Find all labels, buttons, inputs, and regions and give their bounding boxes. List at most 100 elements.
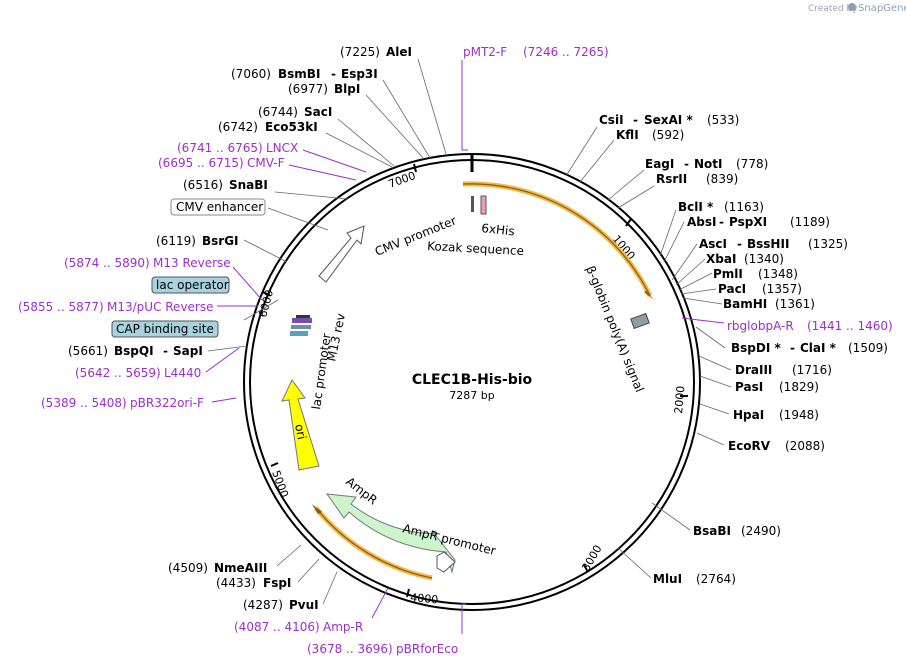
- nmeaiii-pos[interactable]: (4509): [168, 561, 208, 575]
- nmeaiii-label[interactable]: NmeAIII: [214, 561, 267, 575]
- alei-label[interactable]: AleI: [386, 45, 412, 59]
- pmt2f-label[interactable]: pMT2-F: [463, 45, 507, 59]
- pasi-pos[interactable]: (1829): [779, 380, 819, 394]
- eco53ki-label[interactable]: Eco53kI: [265, 120, 318, 134]
- kfli-pos[interactable]: (592): [652, 128, 684, 142]
- snapgene-logo-icon: [848, 3, 856, 11]
- pasi-label[interactable]: PasI: [735, 380, 763, 394]
- ampr-primer-label[interactable]: Amp-R: [323, 620, 363, 634]
- fspi-pos[interactable]: (4433): [216, 576, 256, 590]
- pbr322-range[interactable]: (5389 .. 5408): [41, 396, 127, 410]
- fspi-label[interactable]: FspI: [263, 576, 291, 590]
- pvui-label[interactable]: PvuI: [289, 598, 319, 612]
- csii-separator: -: [633, 113, 638, 127]
- l4440-range[interactable]: (5642 .. 5659): [75, 366, 161, 380]
- absi-pos[interactable]: (1189): [790, 215, 830, 229]
- pmli-label[interactable]: PmlI: [713, 267, 743, 281]
- ecorv-label[interactable]: EcoRV: [728, 439, 771, 453]
- cmvf-range[interactable]: (6695 .. 6715): [158, 156, 244, 170]
- snabi-label[interactable]: SnaBI: [229, 178, 268, 192]
- tick-label-4000: 4000: [410, 591, 439, 606]
- l4440-label[interactable]: L4440: [164, 366, 201, 380]
- ecorv-pos[interactable]: (2088): [785, 439, 825, 453]
- alei-pos[interactable]: (7225): [340, 45, 380, 59]
- pbr322-label[interactable]: pBR322ori-F: [130, 396, 204, 410]
- blpi-pos[interactable]: (6977): [288, 82, 328, 96]
- lac-feature-cluster: [290, 315, 312, 336]
- mlui-label[interactable]: MluI: [653, 572, 682, 586]
- draiii-pos[interactable]: (1716): [792, 363, 832, 377]
- noti-label[interactable]: NotI: [694, 157, 723, 171]
- ampr-primer-range[interactable]: (4087 .. 4106): [234, 620, 320, 634]
- saci-pos[interactable]: (6744): [258, 105, 298, 119]
- rsrii-pos[interactable]: (839): [706, 172, 738, 186]
- bspqi-label[interactable]: BspQI: [114, 344, 154, 358]
- plasmid-name: CLEC1B-His-bio: [412, 372, 533, 388]
- bsabi-label[interactable]: BsaBI: [693, 524, 731, 538]
- leader-lines: [207, 58, 732, 605]
- esp3i-label[interactable]: Esp3I: [341, 67, 378, 81]
- bspdi-pos[interactable]: (1509): [848, 341, 888, 355]
- hpai-label[interactable]: HpaI: [733, 408, 764, 422]
- pmt2f-range[interactable]: (7246 .. 7265): [523, 45, 609, 59]
- bamhi-pos[interactable]: (1361): [775, 297, 815, 311]
- hpai-pos[interactable]: (1948): [779, 408, 819, 422]
- m13puc-label[interactable]: M13/pUC Reverse: [107, 300, 214, 314]
- created-by-text: Created by: [808, 4, 858, 14]
- lncx-label[interactable]: LNCX: [266, 141, 298, 155]
- cmv-enhancer-box: [170, 198, 266, 216]
- lncx-range[interactable]: (6741 .. 6765): [177, 141, 263, 155]
- paci-label[interactable]: PacI: [718, 282, 746, 296]
- plasmid-length: 7287 bp: [449, 389, 494, 402]
- bspqi-pos[interactable]: (5661): [68, 344, 108, 358]
- blpi-label[interactable]: BlpI: [334, 82, 360, 96]
- m13rev-range[interactable]: (5874 .. 5890): [64, 256, 150, 270]
- eagi-label[interactable]: EagI: [645, 157, 674, 171]
- draiii-label[interactable]: DraIII: [735, 363, 772, 377]
- cmvf-label[interactable]: CMV-F: [247, 156, 285, 170]
- bamhi-label[interactable]: BamHI: [723, 297, 767, 311]
- orf-line-upper: [462, 183, 651, 297]
- m13rev-label[interactable]: M13 Reverse: [153, 256, 231, 270]
- eagi-separator: -: [684, 157, 689, 171]
- sapi-label[interactable]: SapI: [173, 344, 203, 358]
- bsrgi-pos[interactable]: (6119): [156, 234, 196, 248]
- bcli-label[interactable]: BclI *: [678, 200, 714, 214]
- pbrforeco-range[interactable]: (3678 .. 3696): [307, 642, 393, 656]
- asci-pos[interactable]: (1325): [808, 237, 848, 251]
- pvui-pos[interactable]: (4287): [243, 598, 283, 612]
- bsabi-pos[interactable]: (2490): [741, 524, 781, 538]
- bcli-pos[interactable]: (1163): [724, 200, 764, 214]
- kfli-label[interactable]: KflI: [616, 128, 639, 142]
- bsmbi-label[interactable]: BsmBI: [278, 67, 320, 81]
- bsrgi-label[interactable]: BsrGI: [202, 234, 239, 248]
- xbai-pos[interactable]: (1340): [744, 252, 784, 266]
- eco53ki-pos[interactable]: (6742): [218, 120, 258, 134]
- mlui-pos[interactable]: (2764): [696, 572, 736, 586]
- rbglob-label[interactable]: rbglobpA-R: [727, 319, 794, 333]
- asci-label[interactable]: AscI: [699, 237, 727, 251]
- kozak-label: Kozak sequence: [427, 239, 524, 258]
- absi-label[interactable]: AbsI: [687, 215, 716, 229]
- csii-label[interactable]: CsiI: [599, 113, 624, 127]
- saci-label[interactable]: SacI: [304, 105, 332, 119]
- m13puc-range[interactable]: (5855 .. 5877): [18, 300, 104, 314]
- snabi-pos[interactable]: (6516): [183, 178, 223, 192]
- cmv-enhancer-label: CMV enhancer: [176, 200, 263, 214]
- clai-label[interactable]: ClaI *: [800, 341, 837, 355]
- pbrforeco-label[interactable]: pBRforEco: [396, 642, 458, 656]
- bsmbi-pos[interactable]: (7060): [231, 67, 271, 81]
- eagi-pos[interactable]: (778): [736, 157, 768, 171]
- bspdi-label[interactable]: BspDI *: [731, 341, 781, 355]
- sexai-label[interactable]: SexAI *: [644, 113, 693, 127]
- rbglob-range[interactable]: (1441 .. 1460): [807, 319, 893, 333]
- paci-pos[interactable]: (1357): [762, 282, 802, 296]
- xbai-label[interactable]: XbaI: [706, 252, 736, 266]
- csii-pos[interactable]: (533): [707, 113, 739, 127]
- bsshii-label[interactable]: BssHII: [747, 237, 789, 251]
- pspxi-label[interactable]: PspXI: [729, 215, 767, 229]
- pmli-pos[interactable]: (1348): [758, 267, 798, 281]
- snapgene-brand: SnapGene: [858, 3, 906, 14]
- rsrii-label[interactable]: RsrII: [656, 172, 687, 186]
